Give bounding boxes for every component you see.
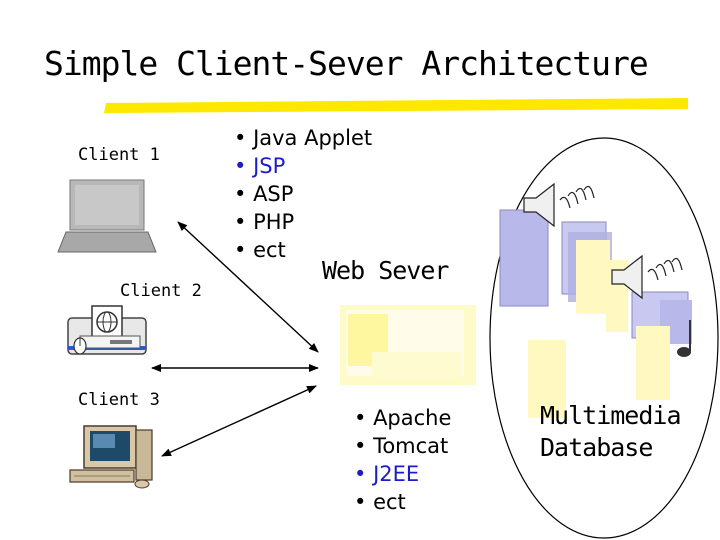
database-label-line2: Database	[540, 433, 653, 462]
speaker-icon	[523, 182, 595, 228]
client-2-label: Client 2	[120, 281, 202, 301]
title-underline	[104, 98, 688, 113]
page-title: Simple Client-Sever Architecture	[44, 44, 649, 83]
database-ellipse	[489, 137, 719, 539]
tech-item: PHP	[234, 208, 372, 236]
laptop-icon	[57, 179, 157, 253]
database-label: Multimedia Database	[540, 400, 682, 464]
web-server-label: Web Sever	[322, 256, 449, 285]
arrow-client1-server	[177, 221, 319, 353]
multimedia-docs-icon	[499, 209, 692, 418]
speaker-icon-2	[611, 254, 683, 300]
client-1-label: Client 1	[78, 145, 160, 165]
web-server-icon	[340, 305, 476, 385]
tech-item: JSP	[234, 152, 372, 180]
software-item: Tomcat	[354, 432, 451, 460]
arrow-client3-server	[161, 385, 317, 457]
tech-item: Java Applet	[234, 124, 372, 152]
client-3-label: Client 3	[78, 390, 160, 410]
desktop-pc-icon	[69, 425, 153, 489]
web-terminal-icon	[67, 305, 147, 355]
client-tech-list: Java Applet JSP ASP PHP ect	[234, 124, 372, 264]
database-label-line1: Multimedia	[540, 401, 682, 430]
software-item: J2EE	[354, 460, 451, 488]
tech-item: ect	[234, 236, 372, 264]
server-software-list: Apache Tomcat J2EE ect	[354, 404, 451, 516]
software-item: ect	[354, 488, 451, 516]
music-note-icon	[677, 320, 691, 357]
software-item: Apache	[354, 404, 451, 432]
tech-item: ASP	[234, 180, 372, 208]
